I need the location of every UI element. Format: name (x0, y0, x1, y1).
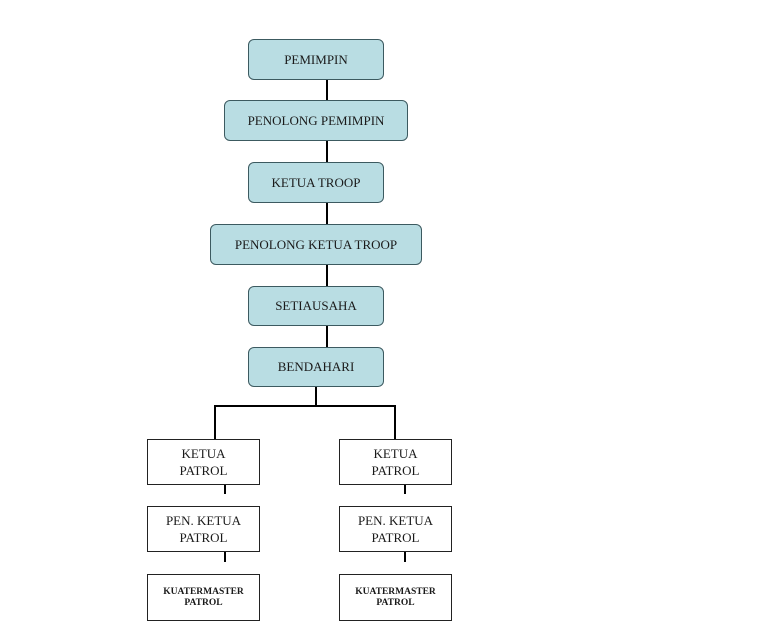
ketua-patrol-right-line2: PATROL (371, 463, 420, 478)
node-penolong-ketua-troop: PENOLONG KETUA TROOP (210, 224, 422, 265)
node-pen-ketua-patrol-left: PEN. KETUA PATROL (147, 506, 260, 552)
node-pemimpin: PEMIMPIN (248, 39, 384, 80)
ketua-patrol-left-line1: KETUA (181, 446, 226, 461)
node-bendahari-label: BENDAHARI (277, 359, 355, 374)
node-ketua-troop-label: KETUA TROOP (271, 174, 361, 190)
pen-ketua-patrol-left-line2: PATROL (179, 530, 228, 545)
ketua-patrol-left-line2: PATROL (179, 463, 228, 478)
pen-ketua-patrol-left-line1: PEN. KETUA (165, 513, 242, 528)
kuatermaster-patrol-right-line2: PATROL (376, 597, 415, 608)
node-penolong-pemimpin: PENOLONG PEMIMPIN (224, 100, 408, 141)
node-ketua-patrol-left: KETUA PATROL (147, 439, 260, 485)
node-pemimpin-label: PEMIMPIN (284, 51, 348, 67)
pen-ketua-patrol-right-line1: PEN. KETUA (357, 513, 434, 528)
node-pen-ketua-patrol-right: PEN. KETUA PATROL (339, 506, 452, 552)
node-setiausaha: SETIAUSAHA (248, 286, 384, 326)
kuatermaster-patrol-right-line1: KUATERMASTER (355, 586, 436, 597)
node-penolong-ketua-troop-label: PENOLONG KETUA TROOP (234, 236, 398, 252)
ketua-patrol-right-line1: KETUA (373, 446, 418, 461)
node-kuatermaster-patrol-left: KUATERMASTER PATROL (147, 574, 260, 621)
node-setiausaha-label: SETIAUSAHA (275, 298, 357, 313)
node-penolong-pemimpin-label: PENOLONG PEMIMPIN (247, 112, 385, 128)
kuatermaster-patrol-left-line2: PATROL (184, 597, 223, 608)
kuatermaster-patrol-left-line1: KUATERMASTER (163, 586, 244, 597)
node-kuatermaster-patrol-right: KUATERMASTER PATROL (339, 574, 452, 621)
node-ketua-patrol-right: KETUA PATROL (339, 439, 452, 485)
node-ketua-troop: KETUA TROOP (248, 162, 384, 203)
pen-ketua-patrol-right-line2: PATROL (371, 530, 420, 545)
node-bendahari: BENDAHARI (248, 347, 384, 387)
